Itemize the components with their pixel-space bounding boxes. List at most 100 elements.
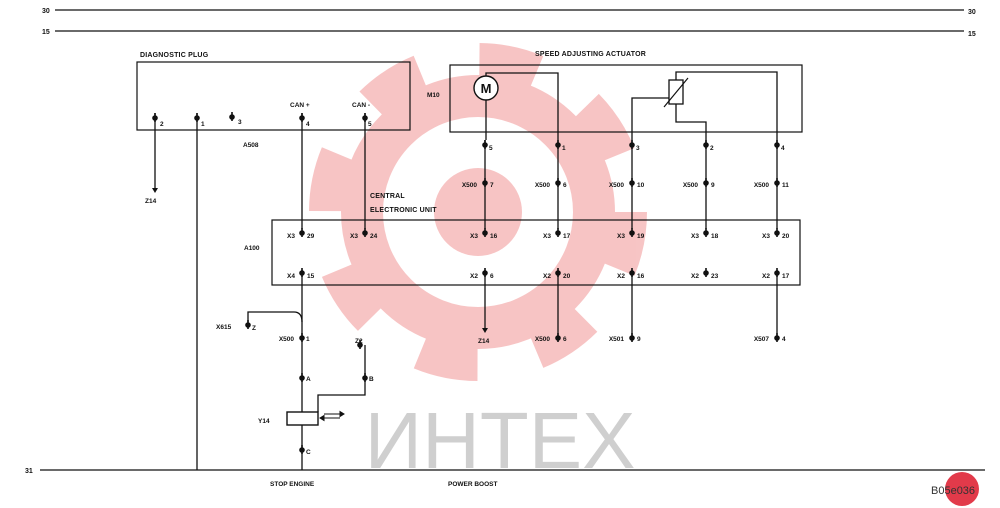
actuator-pin-label: 3 — [636, 145, 640, 152]
rail-31-left-label: 31 — [25, 468, 33, 475]
connector-pin — [555, 228, 561, 237]
ecu-bottom-pin: 23 — [711, 273, 719, 280]
connector-pin — [362, 113, 368, 122]
speed-adjusting-actuator: SPEED ADJUSTING ACTUATOR M10 M 5 1 3 2 4 — [427, 51, 803, 152]
motor-symbol: M — [481, 81, 492, 96]
ecu-bottom-conn: X2 — [762, 273, 770, 280]
ecu-top-pin: 20 — [782, 233, 790, 240]
x500-label: X500 — [279, 336, 295, 343]
ecu-title-line1: CENTRAL — [370, 193, 405, 200]
ecu-top-pin: 19 — [637, 233, 645, 240]
connector-pin — [555, 268, 561, 277]
connector-pin — [482, 228, 488, 237]
connector-pin — [774, 178, 780, 187]
pin-b-label: B — [369, 376, 374, 383]
rail-15-right-label: 15 — [968, 31, 976, 38]
harness-connector-pin: 6 — [563, 182, 567, 189]
diagnostic-plug-box — [136, 61, 411, 131]
connector-pin — [482, 178, 488, 187]
connector-pin — [629, 140, 635, 149]
connector-pin — [774, 228, 780, 237]
actuator-pin-label: 5 — [489, 145, 493, 152]
ecu-top-pin: 17 — [563, 233, 571, 240]
ecu-top-pin: 16 — [490, 233, 498, 240]
z2-label: Z2 — [355, 338, 363, 345]
ecu-title-line2: ELECTRONIC UNIT — [370, 207, 437, 214]
diag-pin-label: 1 — [201, 121, 205, 128]
pin-c-label: C — [306, 449, 311, 456]
x501-pin-label: 9 — [637, 336, 641, 343]
ecu-bottom-conn: X4 — [287, 273, 295, 280]
connector-pin — [629, 333, 635, 342]
drawing-code: B05e036 — [931, 472, 979, 506]
power-boost-label: POWER BOOST — [448, 481, 498, 488]
terminal-arrow-icon — [152, 188, 158, 193]
ecu-bottom-conn: X2 — [691, 273, 699, 280]
ecu-box — [271, 219, 801, 286]
ecu-top-conn: X3 — [762, 233, 770, 240]
connector-pin — [299, 333, 305, 342]
rail-30-right-label: 30 — [968, 9, 976, 16]
connector-pin — [555, 333, 561, 342]
connector-pin — [299, 228, 305, 237]
actuator-pin-label: 1 — [562, 145, 566, 152]
connector-pin — [229, 112, 235, 121]
can-plus-label: CAN + — [290, 102, 310, 109]
ecu-top-conn: X3 — [543, 233, 551, 240]
connector-pin — [629, 178, 635, 187]
diag-pin-label: 4 — [306, 121, 310, 128]
ecu-top-pin: 18 — [711, 233, 719, 240]
ecu-bottom-conn: X2 — [543, 273, 551, 280]
diagnostic-plug-ref: A508 — [243, 142, 259, 149]
x615-label: X615 — [216, 324, 232, 331]
harness-connector-id: X500 — [754, 182, 770, 189]
ecu-top-conn: X3 — [350, 233, 358, 240]
connector-pin — [629, 268, 635, 277]
diagnostic-plug-title: DIAGNOSTIC PLUG — [140, 52, 209, 59]
ecu-bottom-pin: 20 — [563, 273, 571, 280]
connector-pin — [774, 268, 780, 277]
connector-pin — [362, 228, 368, 237]
diag-pin-label: 3 — [238, 119, 242, 126]
connector-pin — [555, 140, 561, 149]
x500b-pin-label: 6 — [563, 336, 567, 343]
bidirectional-arrow-icon — [319, 410, 345, 422]
connector-pin — [774, 140, 780, 149]
solenoid-icon — [286, 411, 319, 426]
connector-pin — [362, 373, 368, 382]
harness-connector-id: X500 — [683, 182, 699, 189]
z14-label: Z14 — [478, 338, 490, 345]
rail-15-left-label: 15 — [42, 29, 50, 36]
x615-pin-label: Z — [252, 325, 256, 332]
diagnostic-plug: DIAGNOSTIC PLUG 2 1 3 4 5 CAN + CAN - A5… — [136, 52, 411, 149]
actuator-pin-label: 4 — [781, 145, 785, 152]
actuator-ref: M10 — [427, 92, 440, 99]
connector-pin — [357, 340, 363, 349]
ground-left-label: Z14 — [145, 198, 157, 205]
actuator-box — [449, 64, 803, 133]
ecu-bottom-pin: 6 — [490, 273, 494, 280]
connector-pin — [299, 113, 305, 122]
ecu-bottom-conn: X2 — [617, 273, 625, 280]
pin-a-label: A — [306, 376, 311, 383]
connector-pin — [555, 178, 561, 187]
can-minus-label: CAN - — [352, 102, 370, 109]
ecu-top-conn: X3 — [617, 233, 625, 240]
x507-pin-label: 4 — [782, 336, 786, 343]
harness-connector-pin: 10 — [637, 182, 645, 189]
wire-pot-pin3 — [631, 97, 669, 140]
solenoid-y14: Y14 — [258, 410, 345, 426]
wire-power-boost — [317, 345, 366, 412]
connector-pin — [194, 113, 200, 122]
connector-pins — [152, 112, 780, 454]
harness-connector-id: X500 — [462, 182, 478, 189]
terminal-arrow-icon — [482, 328, 488, 333]
ecu-top-conn: X3 — [287, 233, 295, 240]
harness-connector-id: X500 — [609, 182, 625, 189]
connector-pin — [703, 178, 709, 187]
connector-pin — [703, 228, 709, 237]
connector-pin — [245, 320, 251, 329]
ecu-top-pin: 24 — [370, 233, 378, 240]
solenoid-label: Y14 — [258, 418, 270, 425]
potentiometer-arrow-icon — [663, 77, 689, 108]
